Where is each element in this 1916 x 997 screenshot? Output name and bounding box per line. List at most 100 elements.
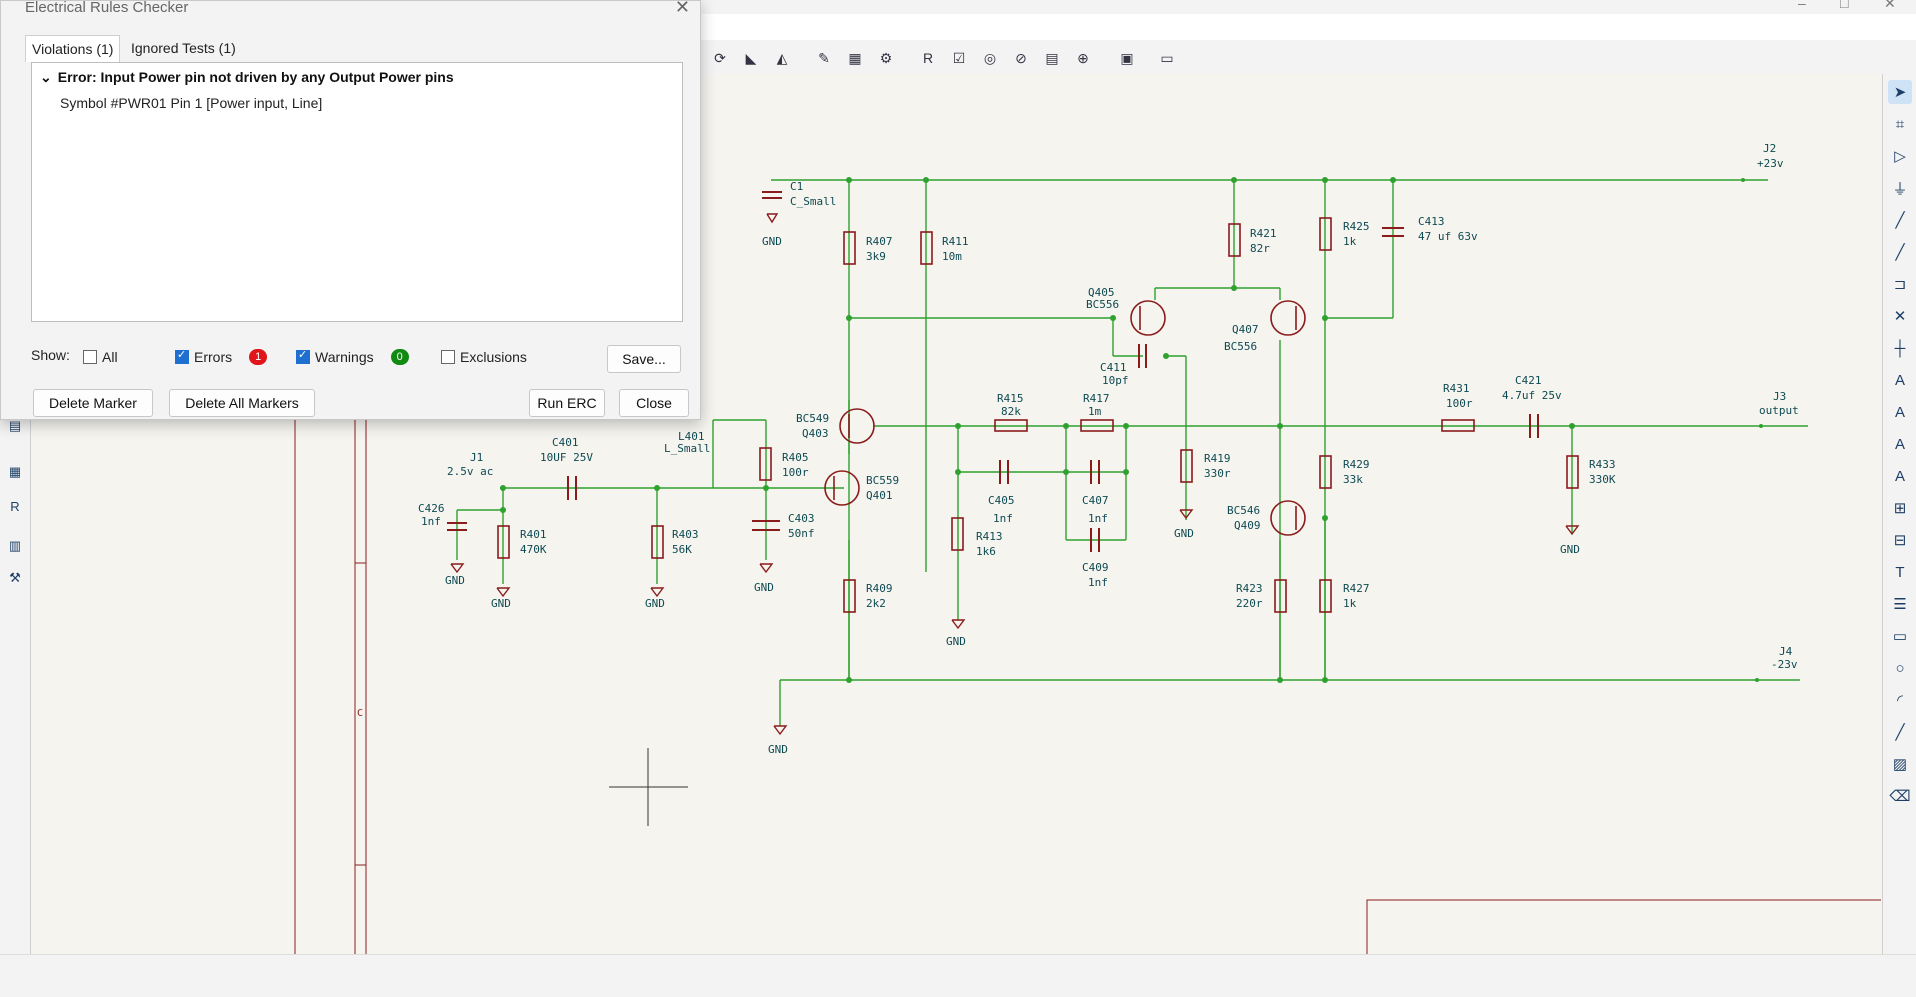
hierarchy-navigator-icon[interactable]: ▤: [8, 418, 22, 433]
label-C421-ref: C421: [1515, 374, 1542, 387]
maximize-icon[interactable]: □: [1840, 0, 1849, 11]
library-browser-icon[interactable]: ▦: [848, 49, 862, 66]
title-block-frame: [1366, 899, 1881, 954]
footprint-assign-icon[interactable]: ⊘: [1015, 49, 1027, 66]
rectangle-icon[interactable]: ▭: [1892, 628, 1908, 645]
label-J4-ref: J4: [1779, 645, 1793, 658]
show-exclusions-checkbox[interactable]: Exclusions: [441, 349, 527, 365]
hier-label-icon[interactable]: A: [1894, 435, 1905, 453]
net-label-icon[interactable]: A: [1894, 371, 1905, 389]
label-R411-ref: R411: [942, 235, 969, 248]
arc-icon[interactable]: ◜: [1897, 692, 1903, 709]
bus-entry-icon[interactable]: ⊐: [1893, 276, 1907, 293]
tab-violations[interactable]: Violations (1): [25, 35, 121, 62]
add-power-icon[interactable]: ⏚: [1892, 180, 1908, 198]
symbol-fields-table-icon[interactable]: ▤: [1045, 49, 1059, 66]
bom-icon[interactable]: ⊕: [1077, 49, 1089, 66]
add-wire-icon[interactable]: ╱: [1895, 212, 1905, 229]
add-text-icon[interactable]: T: [1895, 563, 1905, 581]
delete-marker-button[interactable]: Delete Marker: [33, 389, 153, 417]
label-R425-val: 1k: [1343, 235, 1357, 248]
scripting-console-icon[interactable]: ▭: [1160, 49, 1174, 66]
label-gnd-r401: GND: [491, 597, 511, 610]
delete-tool-icon[interactable]: ⌫: [1889, 788, 1911, 805]
highlight-net-icon[interactable]: ⌗: [1895, 115, 1905, 133]
annotate-ref-icon[interactable]: R: [922, 50, 934, 66]
label-R431-val: 100r: [1446, 397, 1473, 410]
errors-label: Errors: [194, 349, 233, 365]
label-J1-val: 2.5v ac: [447, 465, 493, 478]
label-J2-val: +23v: [1757, 157, 1784, 170]
annotation-icon[interactable]: R: [10, 498, 20, 514]
capacitor-symbols: [447, 191, 1539, 552]
exclusions-checkbox-box[interactable]: [441, 350, 455, 364]
hier-pin-icon[interactable]: A: [1894, 467, 1905, 485]
violation-detail-row[interactable]: Symbol #PWR01 Pin 1 [Power input, Line]: [60, 95, 323, 111]
label-C426-val: 1nf: [421, 515, 441, 528]
label-R425-ref: R425: [1343, 220, 1370, 233]
line-icon[interactable]: ╱: [1895, 724, 1905, 741]
delete-all-markers-button[interactable]: Delete All Markers: [169, 389, 315, 417]
label-C409-ref: C409: [1082, 561, 1109, 574]
violations-list[interactable]: ⌄Error: Input Power pin not driven by an…: [31, 62, 683, 322]
chevron-down-icon[interactable]: ⌄: [40, 69, 52, 85]
window-close-icon[interactable]: ✕: [1884, 0, 1896, 11]
simulator-icon[interactable]: ◎: [983, 49, 997, 66]
resistor-symbols: [497, 217, 1579, 613]
junction-icon[interactable]: ┼: [1894, 339, 1906, 357]
errors-checkbox-box[interactable]: [175, 348, 189, 364]
label-gnd-c1: GND: [762, 235, 782, 248]
show-all-checkbox[interactable]: All: [83, 349, 118, 365]
pcb-editor-icon[interactable]: ▣: [1120, 49, 1134, 66]
label-R423-val: 220r: [1236, 597, 1263, 610]
label-gnd-r413: GND: [946, 635, 966, 648]
label-J2-ref: J2: [1763, 142, 1776, 155]
label-gnd-r433: GND: [1560, 543, 1580, 556]
edit-symbol-icon[interactable]: ✎: [818, 49, 830, 66]
run-erc-button[interactable]: Run ERC: [529, 389, 605, 417]
dialog-close-icon[interactable]: ✕: [674, 0, 690, 17]
violation-error-row[interactable]: ⌄Error: Input Power pin not driven by an…: [40, 69, 454, 86]
left-tool-icon[interactable]: ▦: [8, 464, 22, 479]
rotate-icon[interactable]: ⟳: [714, 49, 726, 66]
global-label-icon[interactable]: A: [1894, 403, 1905, 421]
select-arrow-icon[interactable]: ➤: [1888, 80, 1912, 104]
transistor-symbols: [824, 300, 1306, 536]
annotate-icon[interactable]: ⚙: [879, 49, 893, 66]
mirror-h-icon[interactable]: ◣: [745, 49, 757, 66]
save-button[interactable]: Save...: [607, 345, 681, 373]
tab-ignored-tests[interactable]: Ignored Tests (1): [131, 40, 236, 56]
label-C411-val: 10pf: [1102, 374, 1129, 387]
minimize-icon[interactable]: –: [1798, 0, 1806, 11]
text-box-icon[interactable]: ☰: [1893, 596, 1907, 613]
mirror-v-icon[interactable]: ◭: [776, 49, 788, 66]
label-J3-ref: J3: [1773, 390, 1786, 403]
label-Q405-val: BC556: [1086, 298, 1119, 311]
label-C405-val: 1nf: [993, 512, 1013, 525]
label-C409-val: 1nf: [1088, 576, 1108, 589]
image-icon[interactable]: ▨: [1892, 756, 1908, 773]
label-R429-val: 33k: [1343, 473, 1363, 486]
show-warnings-checkbox[interactable]: Warnings 0: [296, 348, 409, 365]
label-gnd-c403: GND: [754, 581, 774, 594]
show-errors-checkbox[interactable]: Errors 1: [175, 348, 268, 365]
no-connect-icon[interactable]: ✕: [1893, 308, 1907, 325]
label-R409-ref: R409: [866, 582, 893, 595]
label-R413-val: 1k6: [976, 545, 996, 558]
circle-icon[interactable]: ○: [1895, 659, 1905, 677]
close-button[interactable]: Close: [619, 389, 689, 417]
erc-icon[interactable]: ☑: [952, 49, 966, 66]
all-checkbox-box[interactable]: [83, 350, 97, 364]
wrench-icon[interactable]: ⚒: [9, 570, 21, 585]
label-R401-ref: R401: [520, 528, 547, 541]
properties-panel-icon[interactable]: ▥: [8, 538, 22, 553]
warnings-checkbox-box[interactable]: [296, 348, 310, 364]
show-label: Show:: [31, 347, 70, 363]
import-sheet-pin-icon[interactable]: ⊟: [1893, 532, 1907, 549]
label-C405-ref: C405: [988, 494, 1015, 507]
schematic-drawing: C: [294, 74, 1881, 954]
right-toolbar: ➤ ⌗ ▷ ⏚ ╱ ╱ ⊐ ✕ ┼ A A A A ⊞ ⊟ T ☰ ▭ ○ ◜ …: [1882, 74, 1916, 954]
add-symbol-icon[interactable]: ▷: [1894, 148, 1906, 165]
add-bus-icon[interactable]: ╱: [1895, 244, 1905, 261]
add-sheet-icon[interactable]: ⊞: [1893, 500, 1907, 517]
